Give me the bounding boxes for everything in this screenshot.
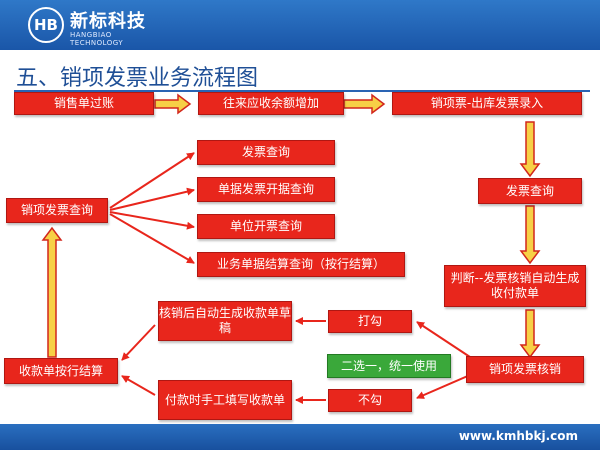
arrow-query-to-business-settle	[109, 213, 195, 264]
node-q-unit-invoice: 单位开票查询	[197, 214, 335, 239]
node-invoice-query: 发票查询	[478, 178, 582, 204]
node-q-business-settle: 业务单据结算查询（按行结算）	[197, 252, 405, 277]
footer-bar: www.kmhbkj.com	[0, 424, 600, 450]
node-sales-posting: 销售单过账	[14, 92, 154, 115]
node-receipt-settle: 收款单按行结算	[4, 358, 118, 384]
arrow-sales-to-receivable	[154, 93, 192, 115]
title-divider	[14, 90, 590, 92]
node-q-invoice: 发票查询	[197, 140, 335, 165]
node-auto-receipt-draft: 核销后自动生成收款单草稿	[158, 301, 292, 341]
node-invoice-entry: 销项票-出库发票录入	[392, 92, 582, 115]
arrow-query-to-unit-invoice	[109, 211, 195, 230]
node-output-invoice-query: 销项发票查询	[6, 198, 108, 223]
arrow-writeoff-to-notick	[416, 374, 471, 399]
arrow-settle-to-query	[41, 226, 63, 358]
node-tick: 打勾	[328, 310, 412, 333]
arrow-entry-to-query	[519, 121, 541, 178]
logo-text: 新标科技	[70, 11, 146, 32]
arrow-receivable-to-entry	[343, 93, 386, 115]
logo-subtext: HANGBIAO TECHNOLOGY	[70, 31, 124, 47]
node-choose-one: 二选一，统一使用	[327, 354, 451, 378]
node-q-doc-invoice: 单据发票开据查询	[197, 177, 335, 202]
arrow-draft-to-settle	[121, 324, 156, 361]
node-manual-receipt: 付款时手工填写收款单	[158, 380, 292, 420]
logo-mark-icon: HB	[28, 7, 64, 43]
node-judge-auto-writeoff: 判断--发票核销自动生成收付款单	[444, 265, 586, 307]
arrow-writeoff-to-tick	[416, 321, 471, 358]
arrow-query-to-invoice	[109, 152, 195, 209]
arrow-judge-to-writeoff	[519, 309, 541, 359]
header-bar: HB 新标科技 HANGBIAO TECHNOLOGY	[0, 0, 600, 50]
arrow-manual-to-settle	[121, 375, 156, 396]
arrow-query-to-judge	[519, 205, 541, 265]
page-title: 五、销项发票业务流程图	[16, 66, 259, 91]
footer-url: www.kmhbkj.com	[458, 429, 578, 443]
arrow-query-to-doc-invoice	[109, 187, 195, 211]
node-output-invoice-writeoff: 销项发票核销	[466, 356, 584, 383]
company-logo: HB 新标科技 HANGBIAO TECHNOLOGY	[22, 6, 162, 47]
node-receivable-increase: 往来应收余额增加	[198, 92, 344, 115]
node-no-tick: 不勾	[328, 389, 412, 412]
